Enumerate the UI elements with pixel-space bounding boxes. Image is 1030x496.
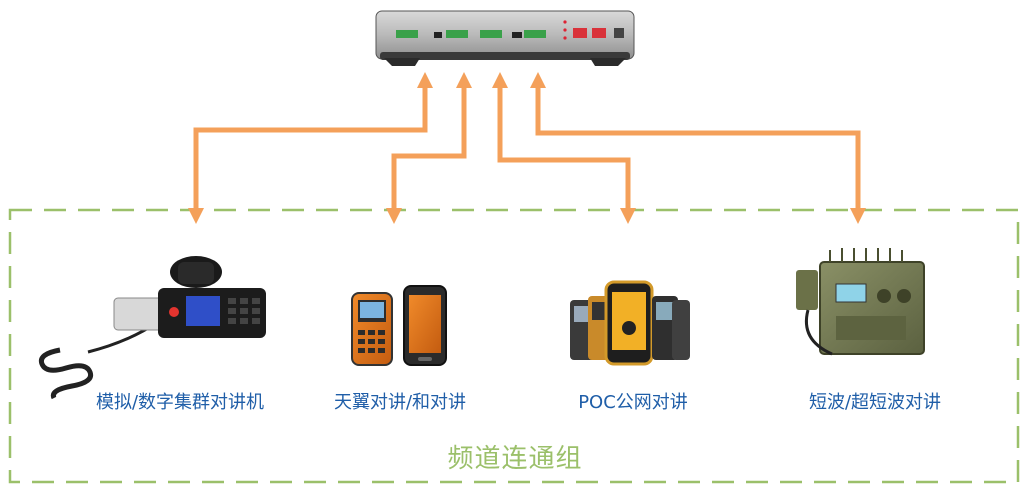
vehicle-radio-icon xyxy=(38,256,266,400)
poc-phones-icon xyxy=(570,280,690,366)
device-label-poc: POC公网对讲 xyxy=(578,392,688,413)
channel-group-title: 频道连通组 xyxy=(447,444,583,474)
shortwave-radio-icon xyxy=(796,248,925,356)
device-label-tianyi: 天翼对讲/和对讲 xyxy=(333,392,467,413)
link-arrow-poc xyxy=(491,71,637,225)
device-label-radio: 模拟/数字集群对讲机 xyxy=(95,392,265,413)
rugged-phone-icon xyxy=(351,292,393,366)
gateway-device-icon xyxy=(375,10,635,66)
link-arrow-radio xyxy=(187,71,434,225)
channel-group-frame xyxy=(8,208,1020,484)
device-label-shortwave: 短波/超短波对讲 xyxy=(808,392,942,413)
link-arrow-tianyi xyxy=(385,71,473,225)
smartphone-icon xyxy=(403,285,447,366)
link-arrow-shortwave xyxy=(529,71,867,225)
